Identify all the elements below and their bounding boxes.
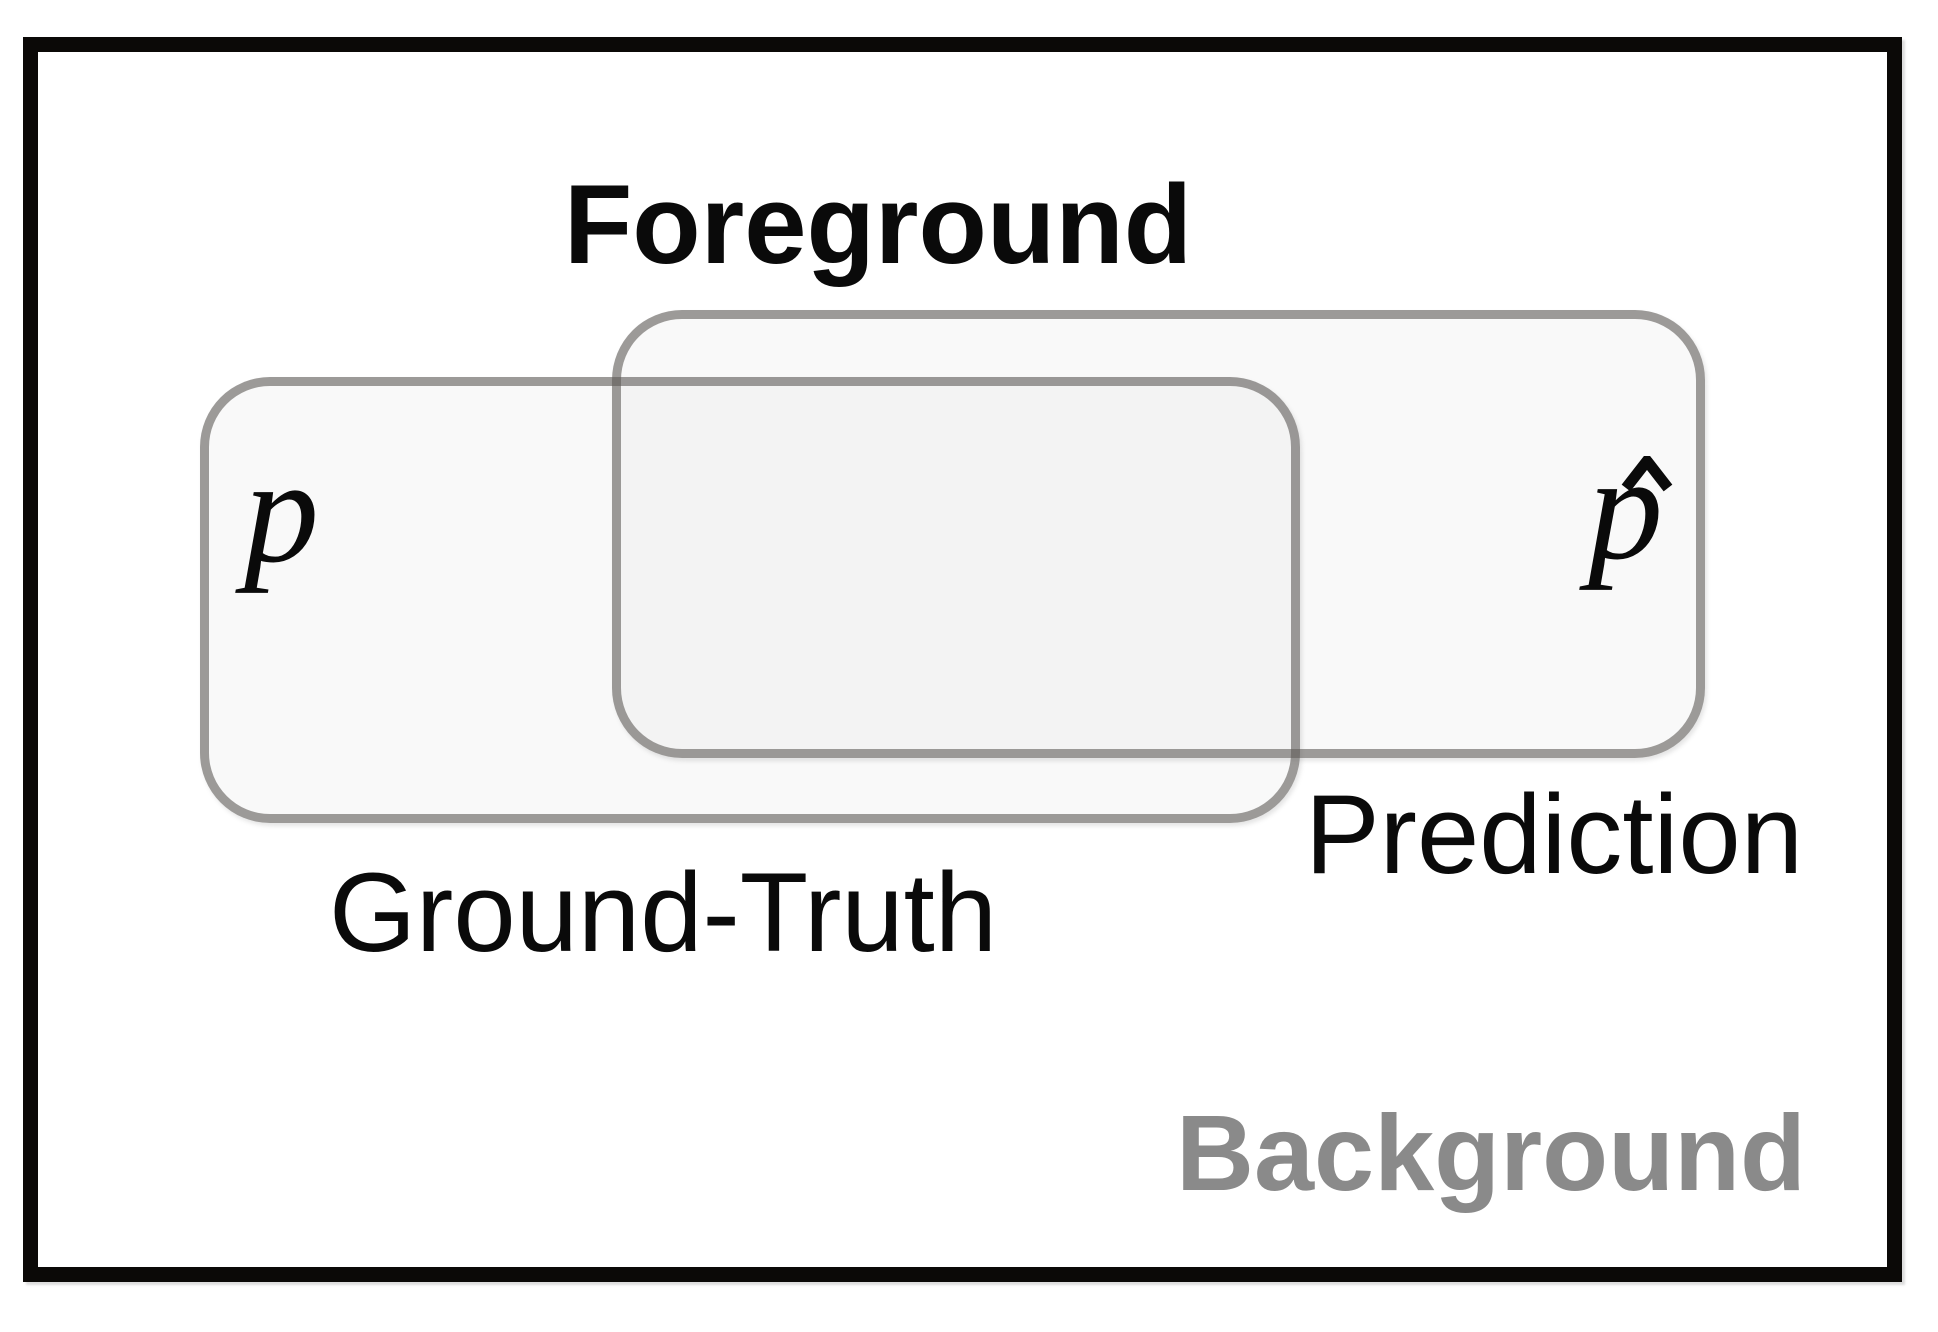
ground-truth-label: Ground-Truth xyxy=(328,850,998,975)
prediction-region xyxy=(612,310,1705,758)
hat-accent-icon xyxy=(1621,456,1673,492)
prediction-label: Prediction xyxy=(1304,772,1804,897)
foreground-label: Foreground xyxy=(563,162,1193,287)
ground-truth-region xyxy=(200,377,1300,823)
background-frame xyxy=(23,37,1902,1282)
ground-truth-symbol: p xyxy=(244,428,319,594)
background-label: Background xyxy=(1175,1092,1807,1213)
